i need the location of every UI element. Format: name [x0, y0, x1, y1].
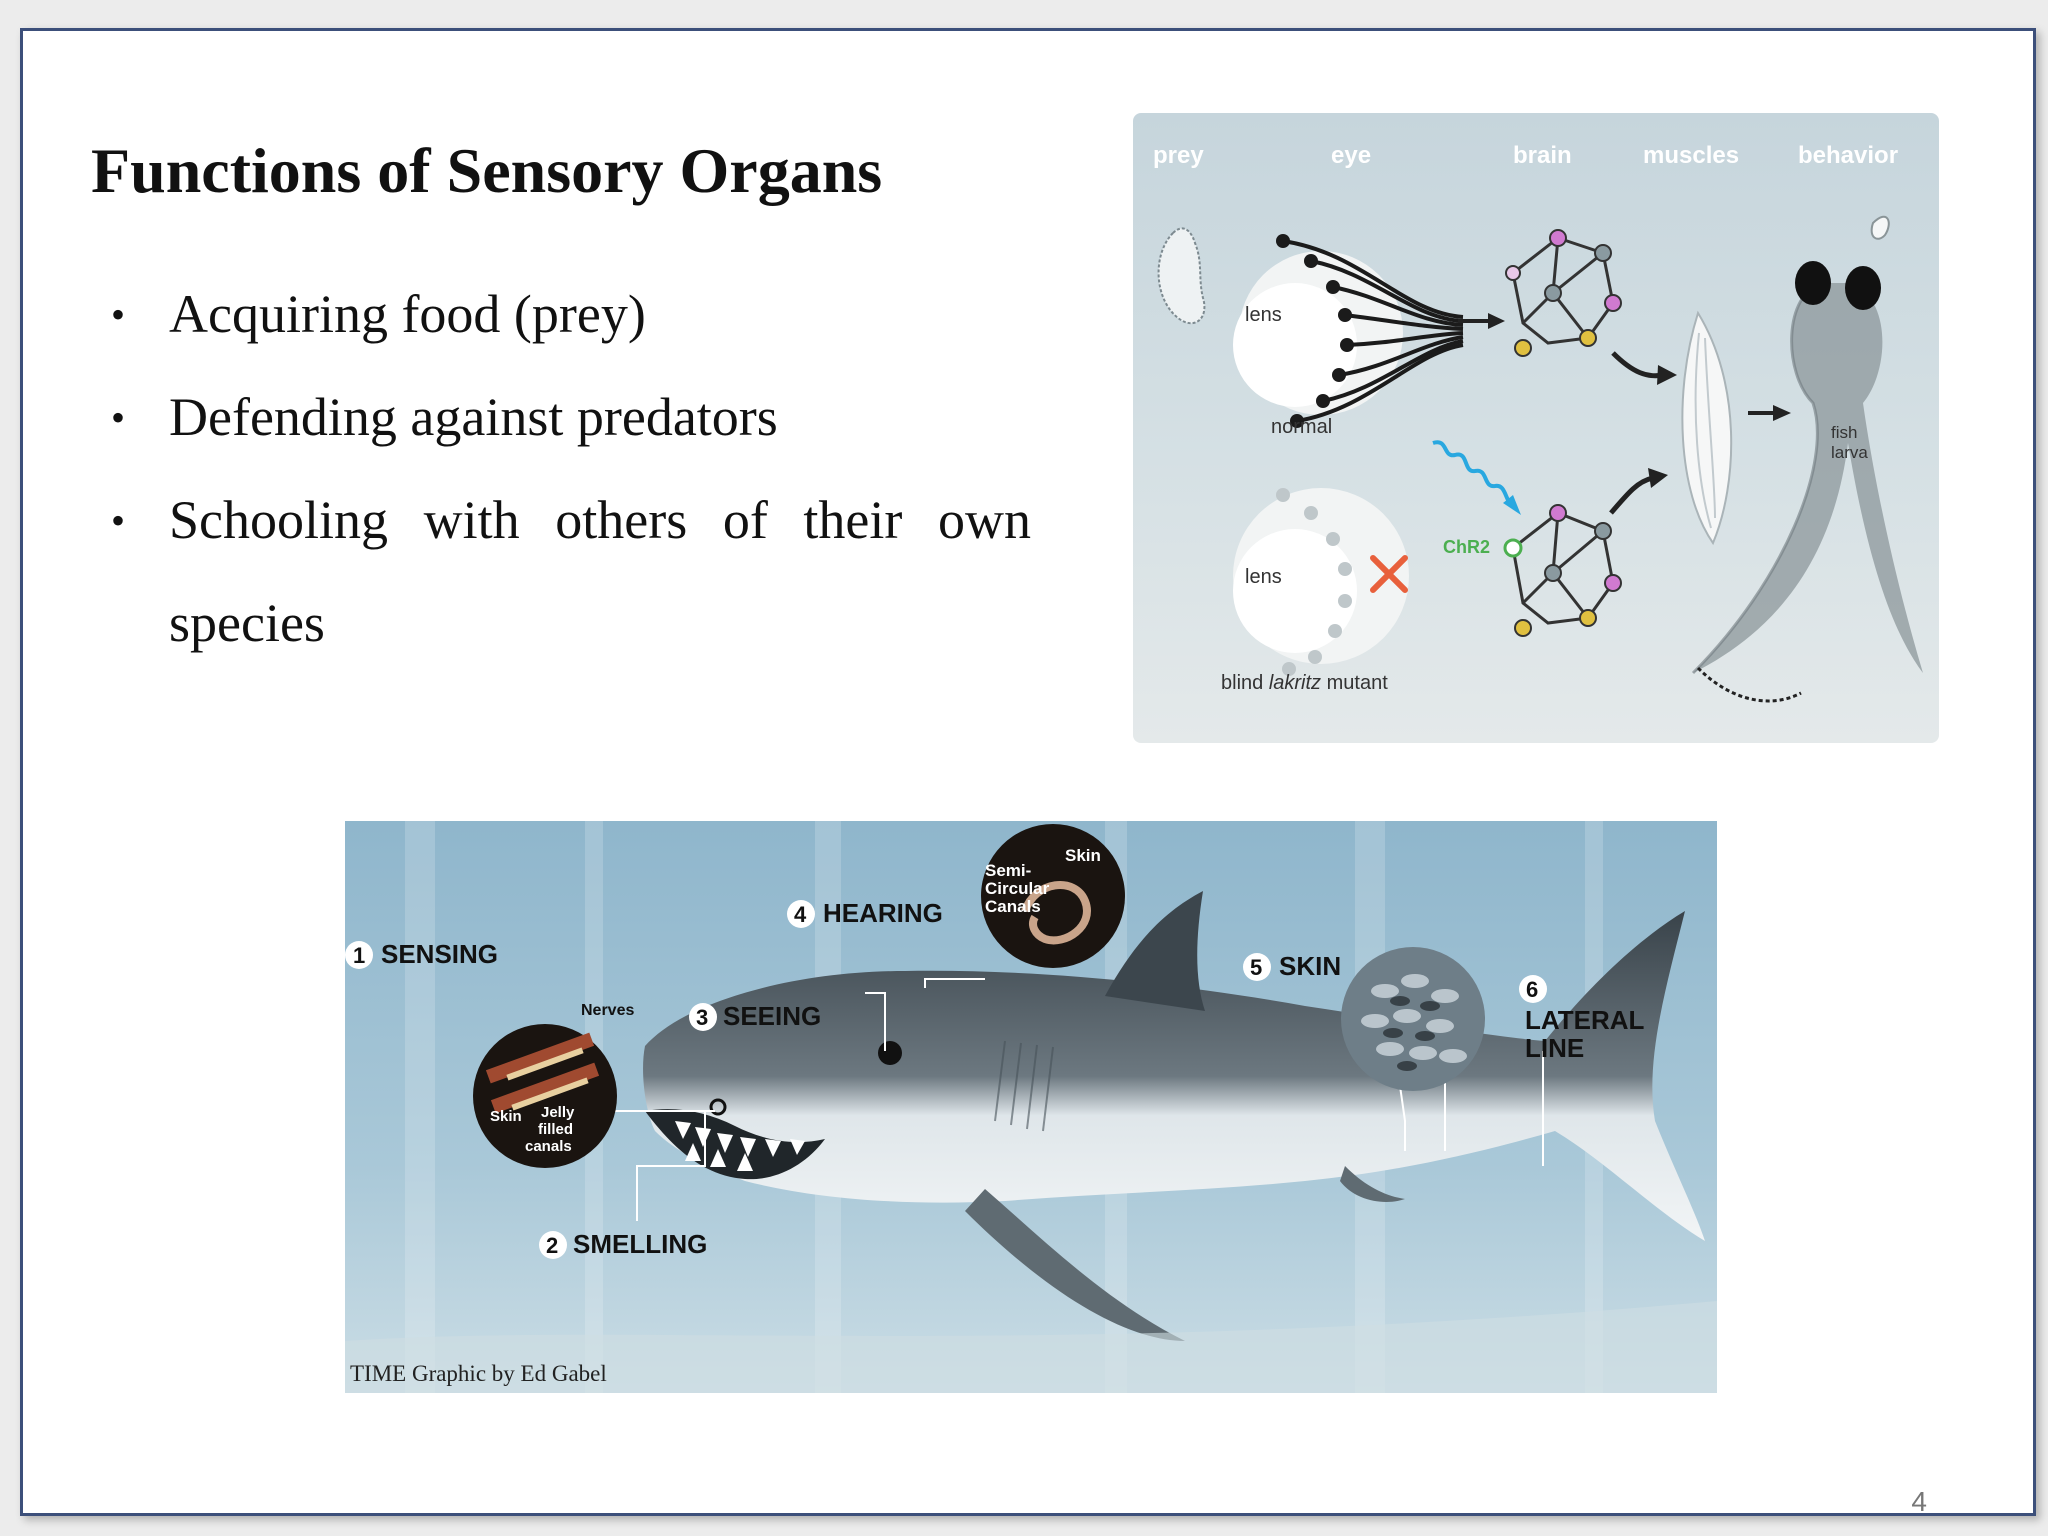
svg-text:LINE: LINE: [1525, 1033, 1584, 1063]
neuron-nodes: [1503, 504, 1622, 637]
slide: Functions of Sensory Organs • Acquiring f…: [20, 28, 2036, 1516]
svg-text:SMELLING: SMELLING: [573, 1229, 707, 1259]
page-number: 4: [1911, 1486, 1927, 1516]
blocked-x-icon: [1370, 555, 1408, 593]
seabed-icon: [345, 1301, 1717, 1393]
shark-body-icon: [643, 891, 1705, 1341]
label-hearing: 4 HEARING: [787, 898, 943, 928]
svg-text:4: 4: [794, 902, 807, 927]
mutant-label: blind lakritz mutant: [1221, 672, 1388, 694]
bullet-text: Acquiring food (prey): [169, 284, 646, 344]
bullet-dot: •: [111, 498, 126, 543]
normal-label: normal: [1271, 416, 1332, 438]
bullet-item: • Defending against predators: [91, 366, 1031, 469]
bullet-text: Defending against predators: [169, 387, 778, 447]
inset-skin-label: Skin: [490, 1108, 522, 1125]
graphic-credit: TIME Graphic by Ed Gabel: [350, 1361, 607, 1386]
muscle-fiber-icon: [1681, 310, 1733, 546]
mutant-eye-icon: lens blind lakritz mutant: [1221, 488, 1409, 694]
arrow-icon: [1458, 313, 1505, 329]
normal-eye-icon: lens normal: [1233, 234, 1464, 438]
label-skin: 5 SKIN: [1243, 951, 1341, 981]
arrow-head-icon: [1648, 468, 1668, 488]
nerves-label: Nerves: [581, 1002, 634, 1019]
header-muscles: muscles: [1643, 142, 1739, 169]
inset-jelly-label: Jelly: [541, 1104, 575, 1121]
shark-svg: Skin Jelly filled canals Nerves Skin Sem…: [345, 821, 1717, 1393]
svg-text:5: 5: [1250, 955, 1262, 980]
bullet-item: • Schooling with others of their own spec…: [91, 469, 1031, 675]
svg-text:6: 6: [1526, 977, 1538, 1002]
shark-sensory-graphic: Skin Jelly filled canals Nerves Skin Sem…: [345, 821, 1717, 1393]
curve-arrow-icon: [1609, 475, 1654, 515]
svg-text:2: 2: [546, 1233, 558, 1258]
svg-text:1: 1: [353, 943, 365, 968]
arrow-icon: [1748, 405, 1791, 421]
neuron-nodes: [1505, 229, 1622, 357]
header-brain: brain: [1513, 142, 1572, 169]
sensing-inset-icon: Skin Jelly filled canals: [473, 1024, 617, 1168]
inset-canals2-label: Canals: [985, 897, 1041, 916]
visual-pathway-diagram: prey eye brain muscles behavior: [1133, 113, 1939, 743]
hearing-inset-icon: Skin Semi- Circular Canals: [981, 824, 1125, 968]
skin-inset-icon: [1341, 947, 1485, 1091]
diagram-svg: prey eye brain muscles behavior: [1153, 142, 1923, 703]
light-stimulus-icon: [1432, 440, 1521, 515]
bullet-dot: •: [111, 292, 126, 337]
bullet-list: • Acquiring food (prey) • Defending agains…: [91, 263, 1031, 675]
label-seeing: 3 SEEING: [689, 1001, 821, 1031]
chr2-label: ChR2: [1443, 537, 1490, 557]
arrow-head-icon: [1657, 365, 1677, 385]
svg-text:LATERAL: LATERAL: [1525, 1005, 1645, 1035]
header-behavior: behavior: [1798, 142, 1898, 169]
bullet-dot: •: [111, 395, 126, 440]
bullet-item: • Acquiring food (prey): [91, 263, 1031, 366]
curve-arrow-icon: [1611, 351, 1664, 379]
svg-text:SENSING: SENSING: [381, 939, 498, 969]
inset-filled-label: filled: [538, 1121, 573, 1138]
inset-circular-label: Circular: [985, 879, 1050, 898]
label-lateral-line: 6 LATERAL LINE: [1519, 975, 1645, 1063]
header-prey: prey: [1153, 142, 1204, 169]
inset-canals-label: canals: [525, 1138, 572, 1155]
label-smelling: 2 SMELLING: [539, 1229, 707, 1259]
inset-semi-label: Semi-: [985, 861, 1031, 880]
fish-larva-icon: fish larva: [1691, 215, 1923, 703]
header-eye: eye: [1331, 142, 1371, 169]
fish-label-2: larva: [1831, 443, 1868, 462]
lens-label-mutant: lens: [1245, 566, 1282, 588]
paramecium-icon: [1157, 227, 1206, 325]
lens-label-normal: lens: [1245, 304, 1282, 326]
svg-text:SEEING: SEEING: [723, 1001, 821, 1031]
bullet-text: Schooling with others of their own speci…: [169, 490, 1031, 653]
inset-hear-skin-label: Skin: [1065, 846, 1101, 865]
svg-text:HEARING: HEARING: [823, 898, 943, 928]
slide-title: Functions of Sensory Organs: [91, 135, 883, 206]
fish-label-1: fish: [1831, 423, 1857, 442]
svg-text:SKIN: SKIN: [1279, 951, 1341, 981]
label-sensing: 1 SENSING: [345, 939, 498, 969]
svg-text:3: 3: [696, 1005, 708, 1030]
